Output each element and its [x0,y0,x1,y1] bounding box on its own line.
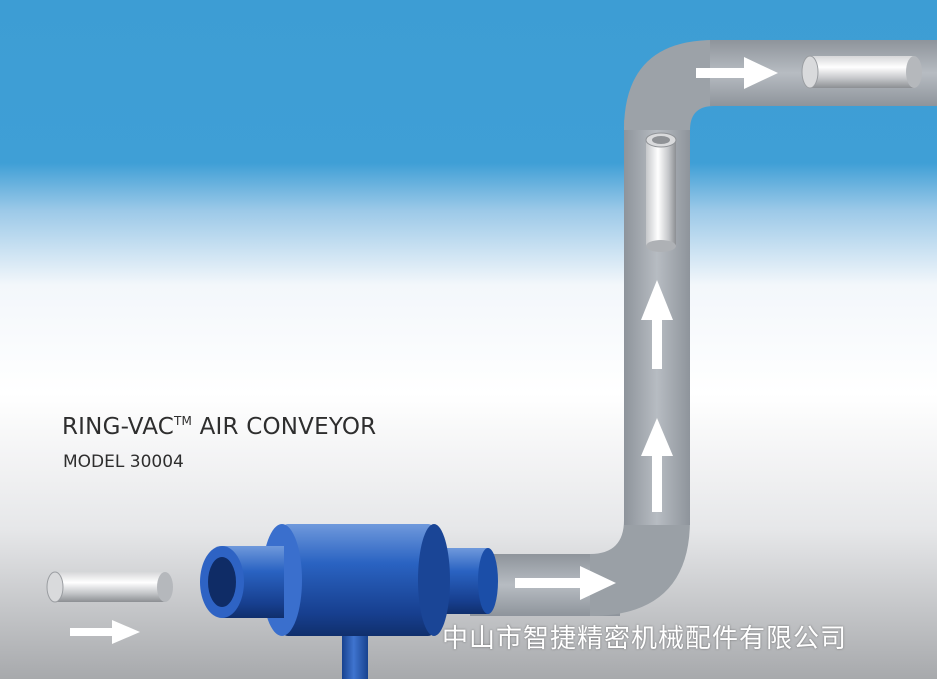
flow-arrow-icon [515,566,616,600]
flow-arrow-icon [70,620,140,644]
trademark-mark: TM [174,414,193,428]
product-title: RING-VACTM AIR CONVEYOR [62,414,376,440]
part-cylinder-icon [645,132,677,252]
part-cylinder-icon [46,571,173,603]
flow-arrow-icon [696,57,778,89]
flow-arrow-icon [641,280,673,369]
ring-vac-conveyor-body [200,524,498,679]
company-watermark: 中山市智捷精密机械配件有限公司 [442,624,848,654]
flow-arrow-icon [641,418,673,512]
title-main: RING-VAC [62,414,174,440]
model-number: MODEL 30004 [63,452,184,472]
part-cylinder-icon [801,55,922,89]
title-rest: AIR CONVEYOR [192,414,377,440]
